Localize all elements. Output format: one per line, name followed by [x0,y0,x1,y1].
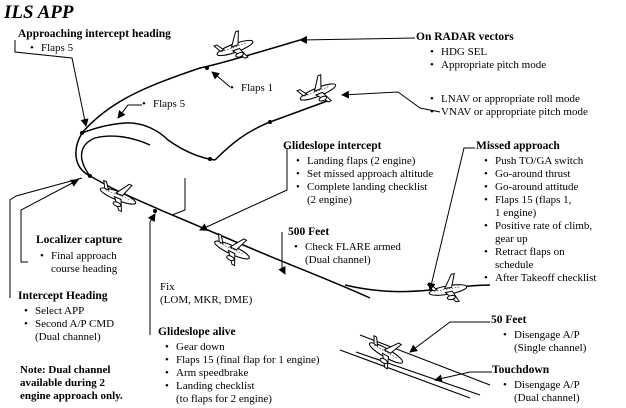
list-item: Disengage A/P (Single channel) [503,329,586,355]
page-title: ILS APP [4,2,74,23]
intercept-heading-label: Intercept Heading [18,290,108,302]
list-item: Flaps 1 [230,82,273,95]
radar-vectors-label: On RADAR vectors [416,31,514,43]
approaching-intercept-list: Flaps 5 [30,42,73,55]
missed-approach-label: Missed approach [476,140,560,152]
upper-leg [130,117,240,120]
list-item: Landing checklist (to flaps for 2 engine… [165,380,320,406]
list-item: Flaps 15 (flaps 1, 1 engine) [484,194,596,220]
list-item: Select APP [24,305,114,318]
list-item: Retract flaps on schedule [484,246,596,272]
airplane-4 [208,227,257,271]
airplane-6 [362,329,411,375]
dual-channel-note: Note: Dual channel available during 2 en… [20,364,123,402]
localizer-capture-list: Final approach course heading [40,250,117,276]
feet50-list: Disengage A/P (Single channel) [503,329,586,355]
list-item: LNAV or appropriate roll mode [430,93,588,106]
flaps5-mid-list: Flaps 5 [142,98,185,111]
list-item: VNAV or appropriate pitch mode [430,106,588,119]
runway [339,334,491,399]
approaching-intercept-heading-label: Approaching intercept heading [18,28,171,40]
intercept-heading-list: Select APP Second A/P CMD (Dual channel) [24,305,114,344]
list-item: Set missed approach altitude [296,168,433,181]
list-item: Flaps 5 [142,98,185,111]
airplane-3 [94,174,142,216]
airplane-1 [211,26,258,68]
list-item: Landing flaps (2 engine) [296,155,433,168]
touchdown-list: Disengage A/P (Dual channel) [503,379,580,405]
list-item: Disengage A/P (Dual channel) [503,379,580,405]
fix-label: Fix (LOM, MKR, DME) [160,281,253,306]
missed-approach-list: Push TO/GA switch Go-around thrust Go-ar… [484,155,596,285]
localizer-capture-label: Localizer capture [36,234,123,246]
list-item: Second A/P CMD (Dual channel) [24,318,114,344]
glideslope-alive-list: Gear down Flaps 15 (final flap for 1 eng… [165,341,320,406]
list-item: Push TO/GA switch [484,155,596,168]
list-item: Go-around thrust [484,168,596,181]
list-item: Final approach course heading [40,250,117,276]
touchdown-label: Touchdown [492,364,550,376]
flight-path-loop [81,122,216,161]
glideslope-intercept-list: Landing flaps (2 engine) Set missed appr… [296,155,433,207]
flaps1-list: Flaps 1 [230,82,273,95]
feet500-label: 500 Feet [288,226,330,238]
list-item: Flaps 5 [30,42,73,55]
glideslope-alive-label: Glideslope alive [158,326,236,338]
list-item: Complete landing checklist (2 engine) [296,181,433,207]
list-item: Appropriate pitch mode [430,59,546,72]
list-item: Go-around attitude [484,181,596,194]
glideslope-intercept-label: Glideslope intercept [283,140,382,152]
list-item: Positive rate of climb, gear up [484,220,596,246]
list-item: Arm speedbrake [165,367,320,380]
radar-vectors-list: HDG SEL Appropriate pitch mode [430,46,546,72]
feet50-label: 50 Feet [491,314,527,326]
list-item: Check FLARE armed (Dual channel) [294,241,401,267]
list-item: Gear down [165,341,320,354]
list-item: After Takeoff checklist [484,272,596,285]
loop-left [80,135,151,177]
lnav-vnav-list: LNAV or appropriate roll mode VNAV or ap… [430,93,588,119]
list-item: HDG SEL [430,46,546,59]
missed-approach-path [344,284,491,293]
list-item: Flaps 15 (final flap for 1 engine) [165,354,320,367]
feet500-list: Check FLARE armed (Dual channel) [294,241,401,267]
